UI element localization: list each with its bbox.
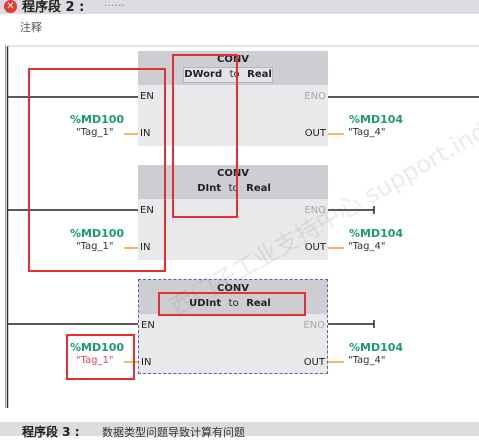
conv-block-2-header	[138, 165, 328, 199]
conv-block-2-to: to	[228, 183, 239, 194]
in-operand-1-address[interactable]: %MD100	[70, 113, 125, 126]
annotation-box-type-column	[172, 54, 238, 218]
network-header-bar	[0, 0, 479, 14]
network-title[interactable]: 程序段 2 :	[22, 0, 85, 15]
conv-block-3-type-from: UDInt	[189, 298, 222, 309]
conv-block-3-in-pin[interactable]: IN	[141, 357, 152, 368]
network-title-dots: ......	[104, 0, 125, 9]
in-operand-2-tag[interactable]: "Tag_1"	[76, 241, 114, 252]
conv-block-3-to: to	[228, 298, 239, 309]
next-network-header-bar	[0, 422, 479, 436]
next-network-description[interactable]: 数据类型问题导致计算有问题	[102, 426, 245, 439]
conv-block-1-out-pin[interactable]: OUT	[304, 128, 326, 139]
network-comment[interactable]: 注释	[20, 21, 42, 34]
error-icon: ✕	[4, 0, 17, 13]
conv-block-1[interactable]: CONV DWord to Real EN ENO IN OUT	[138, 51, 328, 146]
conv-block-2-title: CONV	[217, 168, 249, 179]
conv-block-1-type-to: Real	[247, 69, 272, 80]
conv-block-3-type-box[interactable]: UDInt to Real	[184, 296, 276, 312]
conv-block-1-en-pin[interactable]: EN	[140, 91, 154, 102]
conv-block-1-title: CONV	[217, 54, 249, 65]
next-network-title[interactable]: 程序段 3 :	[22, 425, 80, 439]
conv-block-2-in-pin[interactable]: IN	[140, 242, 151, 253]
conv-block-2-out-pin[interactable]: OUT	[304, 242, 326, 253]
conv-block-2[interactable]: CONV DInt to Real EN ENO IN OUT	[138, 165, 328, 260]
annotation-box-en-in	[28, 68, 166, 272]
conv-block-2-type-box[interactable]: DInt to Real	[193, 181, 275, 197]
out-operand-2-address[interactable]: %MD104	[349, 227, 404, 240]
in-operand-3-address[interactable]: %MD100	[70, 341, 125, 354]
conv-block-3[interactable]: CONV UDInt to Real EN ENO IN OUT	[138, 279, 328, 374]
annotation-box-udint	[158, 292, 306, 316]
conv-block-2-eno-pin[interactable]: ENO	[304, 205, 326, 216]
conv-block-1-to: to	[229, 69, 240, 80]
conv-block-1-type-box[interactable]: DWord to Real	[183, 67, 273, 83]
in-operand-2-address[interactable]: %MD100	[70, 227, 125, 240]
conv-block-3-en-pin[interactable]: EN	[141, 320, 155, 331]
out-operand-1-address[interactable]: %MD104	[349, 113, 404, 126]
conv-block-1-type-from: DWord	[184, 69, 223, 80]
out-operand-1-tag[interactable]: "Tag_4"	[348, 127, 386, 138]
in-operand-1-tag[interactable]: "Tag_1"	[76, 127, 114, 138]
in-operand-3-tag[interactable]: "Tag_1"	[76, 355, 114, 366]
out-operand-2-tag[interactable]: "Tag_4"	[348, 241, 386, 252]
conv-block-2-type-to: Real	[246, 183, 271, 194]
conv-block-3-header	[139, 280, 327, 314]
conv-block-1-in-pin[interactable]: IN	[140, 128, 151, 139]
annotation-box-tag-1	[66, 334, 135, 380]
conv-block-3-title: CONV	[217, 283, 249, 294]
out-operand-3-tag[interactable]: "Tag_4"	[348, 355, 386, 366]
conv-block-2-type-from: DInt	[197, 183, 222, 194]
out-operand-3-address[interactable]: %MD104	[349, 341, 404, 354]
conv-block-3-eno-pin[interactable]: ENO	[303, 320, 325, 331]
conv-block-1-eno-pin[interactable]: ENO	[304, 91, 326, 102]
conv-block-3-type-to: Real	[246, 298, 271, 309]
conv-block-3-out-pin[interactable]: OUT	[303, 357, 325, 368]
conv-block-2-en-pin[interactable]: EN	[140, 205, 154, 216]
